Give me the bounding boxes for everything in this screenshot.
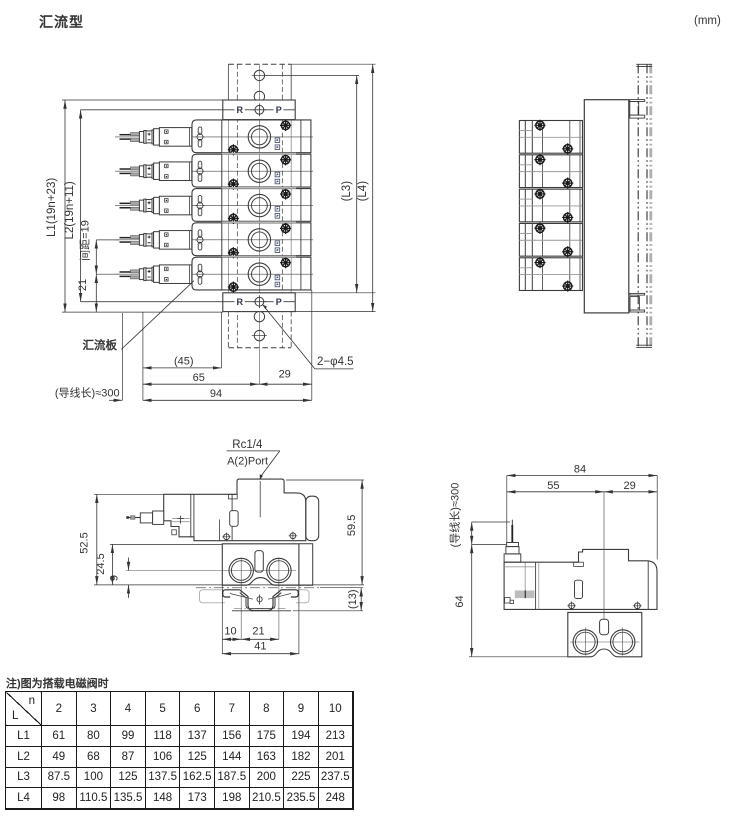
svg-text:(导线长)≈300: (导线长)≈300 xyxy=(447,483,461,548)
svg-text:10: 10 xyxy=(224,626,236,638)
svg-text:2−φ4.5: 2−φ4.5 xyxy=(317,356,354,368)
svg-text:94: 94 xyxy=(210,388,222,400)
svg-text:21: 21 xyxy=(252,626,264,638)
svg-text:Rc1/4: Rc1/4 xyxy=(232,439,263,451)
svg-text:R: R xyxy=(236,105,243,115)
svg-text:84: 84 xyxy=(574,464,586,476)
svg-text:(L3): (L3) xyxy=(341,181,353,202)
svg-text:21: 21 xyxy=(77,279,89,291)
svg-text:汇流板: 汇流板 xyxy=(83,338,118,352)
svg-text:L2(19n+11): L2(19n+11) xyxy=(64,181,76,239)
svg-text:64: 64 xyxy=(454,595,466,607)
svg-text:间距=19: 间距=19 xyxy=(78,220,91,261)
svg-text:R: R xyxy=(236,297,243,307)
svg-text:59.5: 59.5 xyxy=(346,515,358,536)
svg-text:52.5: 52.5 xyxy=(79,532,91,553)
svg-text:(13): (13) xyxy=(347,589,359,609)
svg-text:41: 41 xyxy=(254,641,266,653)
svg-text:65: 65 xyxy=(193,372,205,384)
svg-text:A(2)Port: A(2)Port xyxy=(227,456,268,468)
svg-text:9: 9 xyxy=(108,575,120,581)
svg-text:P: P xyxy=(276,105,282,115)
svg-text:(L4): (L4) xyxy=(357,181,369,202)
svg-text:(45): (45) xyxy=(174,355,194,367)
svg-text:L1(19n+23): L1(19n+23) xyxy=(46,178,58,237)
svg-text:24.5: 24.5 xyxy=(95,553,107,574)
svg-text:29: 29 xyxy=(279,368,291,380)
svg-text:55: 55 xyxy=(547,480,559,492)
svg-text:29: 29 xyxy=(623,480,635,492)
svg-text:(导线长)≈300: (导线长)≈300 xyxy=(55,385,120,399)
svg-text:P: P xyxy=(276,297,282,307)
